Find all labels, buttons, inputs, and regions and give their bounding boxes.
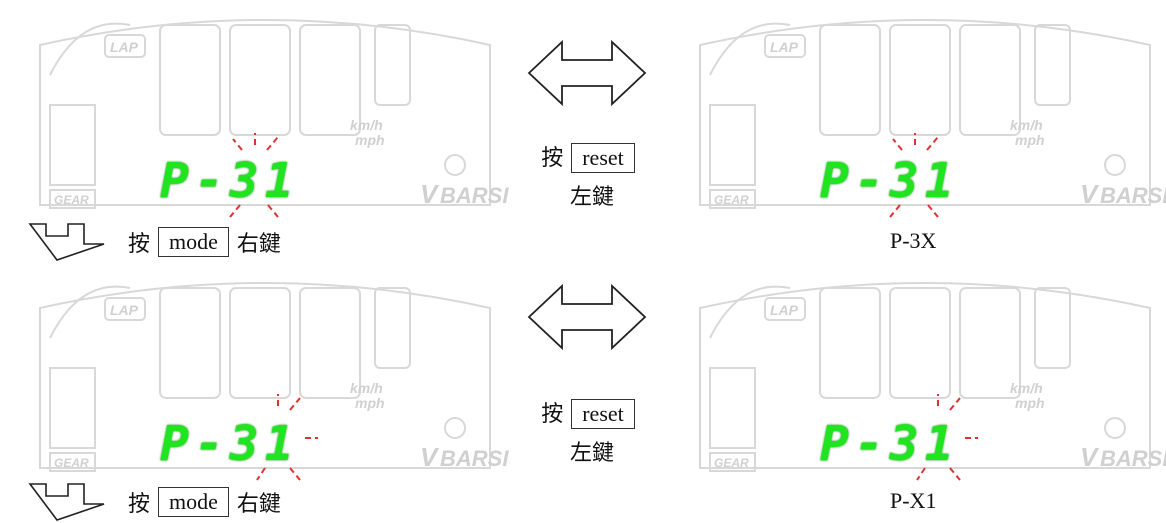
svg-text:GEAR: GEAR — [714, 456, 749, 470]
svg-text:GEAR: GEAR — [714, 193, 749, 207]
svg-text:BARSI: BARSI — [440, 183, 509, 208]
lcd-background: LAP km/h mph GEAR V BARSI — [699, 19, 1166, 218]
svg-text:BARSI: BARSI — [1100, 446, 1166, 471]
svg-text:LAP: LAP — [770, 39, 799, 55]
svg-text:km/h: km/h — [1010, 117, 1043, 133]
svg-text:V: V — [1080, 442, 1100, 472]
down-arrow-icon — [28, 223, 105, 261]
svg-text:GEAR: GEAR — [54, 456, 89, 470]
panel-caption: P-3X — [890, 228, 937, 253]
mode-key: mode — [158, 227, 229, 257]
svg-text:V: V — [420, 442, 440, 472]
lcd-code: P-31 — [160, 416, 300, 472]
svg-text:mph: mph — [355, 395, 385, 411]
lcd-background: LAP km/h mph GEAR V BARSI — [39, 282, 509, 481]
double-arrow-icon — [527, 39, 647, 107]
double-arrow-icon — [527, 283, 647, 351]
step-down-2: 按 mode 右鍵 — [28, 482, 281, 522]
svg-text:mph: mph — [1015, 132, 1045, 148]
lcd-background: LAP km/h mph GEAR V BARSI — [39, 19, 509, 218]
lcd-panel-4: LAP km/h mph GEAR V BARSI P-31 — [680, 268, 1166, 483]
lap-label: LAP — [110, 39, 139, 55]
lcd-panel-3: LAP km/h mph GEAR V BARSI P-31 — [20, 268, 510, 483]
panel-caption: P-X1 — [890, 488, 937, 513]
lcd-code: P-31 — [160, 153, 300, 209]
lcd-background: LAP km/h mph GEAR V BARSI — [699, 282, 1166, 481]
lcd-panel-2: LAP km/h mph GEAR V BARSI P-31 — [680, 5, 1166, 220]
lcd-code: P-31 — [820, 153, 960, 209]
lcd-code: P-31 — [820, 416, 960, 472]
svg-text:LAP: LAP — [110, 302, 139, 318]
svg-text:V: V — [420, 179, 440, 209]
svg-text:V: V — [1080, 179, 1100, 209]
step-down-1: 按 mode 右鍵 — [28, 222, 281, 262]
svg-text:BARSI: BARSI — [1100, 183, 1166, 208]
svg-text:LAP: LAP — [770, 302, 799, 318]
svg-text:BARSI: BARSI — [440, 446, 509, 471]
svg-text:km/h: km/h — [350, 380, 383, 396]
reset-key: reset — [571, 399, 635, 429]
reset-key: reset — [571, 143, 635, 173]
svg-text:GEAR: GEAR — [54, 193, 89, 207]
svg-text:mph: mph — [355, 132, 385, 148]
svg-text:km/h: km/h — [1010, 380, 1043, 396]
lcd-panel-1: LAP km/h mph GEAR V BARSI P-31 — [20, 5, 510, 220]
mode-key: mode — [158, 487, 229, 517]
down-arrow-icon — [28, 483, 105, 521]
svg-text:km/h: km/h — [350, 117, 383, 133]
svg-text:mph: mph — [1015, 395, 1045, 411]
